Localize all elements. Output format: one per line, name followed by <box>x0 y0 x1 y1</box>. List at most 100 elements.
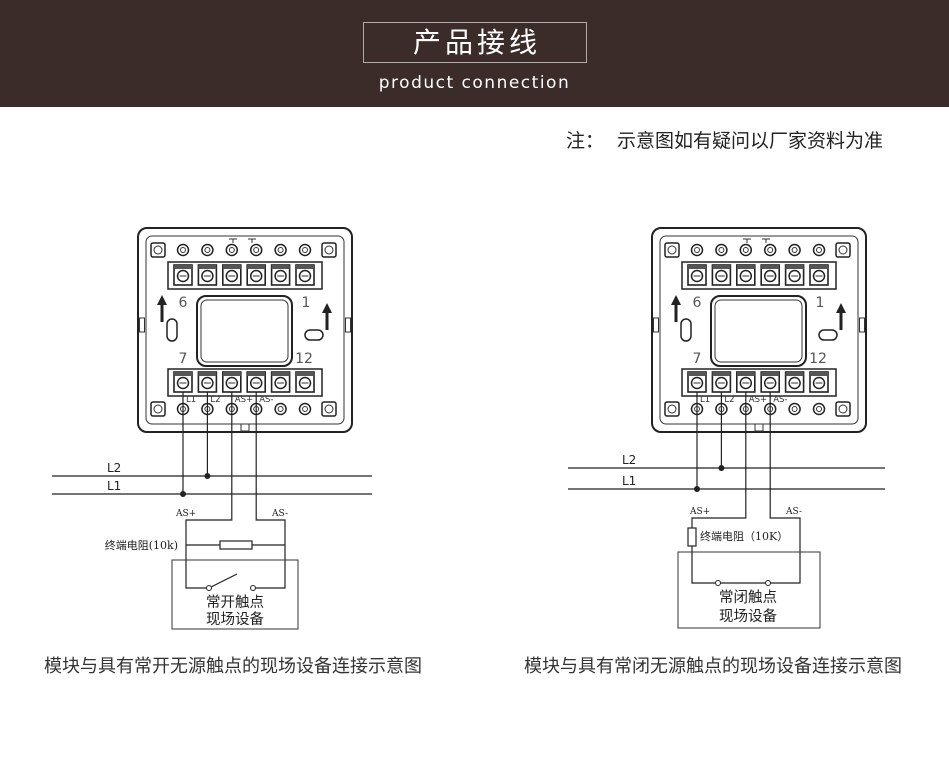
side-notch <box>345 317 351 333</box>
diagram-caption: 模块与具有常开无源触点的现场设备连接示意图 <box>44 656 422 677</box>
wire-as-plus <box>691 392 747 584</box>
terminal-band <box>271 265 290 269</box>
resistor-label: 终端电阻(10k) <box>105 538 178 552</box>
screw <box>298 243 312 257</box>
up-arrow-icon <box>157 295 167 305</box>
bus-label-l2: L2 <box>107 461 121 475</box>
mounting-slot <box>166 318 178 342</box>
bus-label-l1: L1 <box>107 479 121 493</box>
mounting-screw <box>835 242 851 258</box>
center-window-inner <box>200 299 289 363</box>
contact-terminal <box>250 585 256 591</box>
screw-center <box>228 247 235 253</box>
terminal-band <box>222 265 241 269</box>
up-arrow-icon <box>671 295 681 305</box>
screw <box>812 243 826 257</box>
terminal-band <box>198 372 217 376</box>
terminal-band <box>785 372 804 376</box>
screw <box>225 243 239 257</box>
screw <box>201 243 214 257</box>
terminal-band <box>712 265 731 269</box>
resistor-label: 终端电阻（10K） <box>700 529 788 543</box>
mounting-screw-head <box>667 245 677 255</box>
terminal-band <box>247 372 266 376</box>
terminal-number: 1 <box>816 295 825 311</box>
terminal-band <box>712 372 731 376</box>
screw-center <box>791 406 798 412</box>
terminal-label: L1 <box>186 395 196 405</box>
terminal-number: 6 <box>179 295 188 311</box>
mounting-slot <box>304 329 324 341</box>
wire-as-minus <box>769 392 801 584</box>
mounting-screw <box>150 401 166 417</box>
alignment-mark <box>743 238 751 243</box>
terminal-band <box>688 372 706 376</box>
mounting-screw <box>664 242 680 258</box>
screw <box>739 243 753 257</box>
terminal-number: 7 <box>693 351 702 367</box>
terminal-band <box>174 372 192 376</box>
junction-dot-l2 <box>718 465 725 471</box>
title-box: 产品接线 <box>363 22 587 63</box>
up-arrow-icon <box>836 303 846 313</box>
terminal-label: AS- <box>259 395 273 405</box>
screw-center <box>816 406 822 412</box>
wire-as-minus <box>255 392 286 589</box>
mounting-screw <box>150 242 166 258</box>
screw-center <box>277 247 284 253</box>
terminal-band <box>271 372 290 376</box>
as-minus-label: AS- <box>271 509 288 519</box>
note-text: 示意图如有疑问以厂家资料为准 <box>617 130 884 152</box>
mounting-screw <box>835 401 851 417</box>
mounting-screw <box>664 401 680 417</box>
terminal-band <box>222 372 241 376</box>
mounting-screw-head <box>667 404 677 414</box>
mounting-screw <box>321 242 337 258</box>
device-label: 现场设备 <box>206 611 264 628</box>
bus-label-l1: L1 <box>622 474 636 488</box>
screw <box>298 402 312 416</box>
diagram-caption: 模块与具有常闭无源触点的现场设备连接示意图 <box>524 656 902 677</box>
center-window <box>196 295 293 367</box>
screw <box>788 243 801 257</box>
side-notch <box>653 317 659 333</box>
terminal-band <box>247 265 266 269</box>
screw-center <box>302 247 308 253</box>
open-contact-blade <box>210 573 238 588</box>
terminal-label: L1 <box>700 395 710 405</box>
wire-as-plus <box>185 392 233 589</box>
mounting-screw-head <box>153 404 163 414</box>
terminal-number: 1 <box>302 295 311 311</box>
screw <box>715 243 728 257</box>
device-label: 现场设备 <box>719 608 777 625</box>
page-title: 产品接线 <box>412 26 541 59</box>
mounting-slot <box>680 318 692 342</box>
screw-center <box>204 247 211 253</box>
as-plus-label: AS+ <box>689 507 710 517</box>
screw <box>274 402 287 416</box>
screw-center <box>302 406 308 412</box>
screw-center <box>718 247 725 253</box>
mounting-screw-head <box>324 245 334 255</box>
terminal-band <box>736 372 755 376</box>
mounting-screw-head <box>153 245 163 255</box>
side-notch <box>859 317 865 333</box>
terminal-label: AS- <box>773 395 787 405</box>
bus-label-l2: L2 <box>622 453 636 467</box>
terminal-band <box>296 265 314 269</box>
terminal-number: 12 <box>809 351 827 367</box>
field-device-box <box>677 551 821 629</box>
up-arrow-icon <box>322 303 332 313</box>
center-window-inner <box>714 299 803 363</box>
terminal-label: L2 <box>724 395 734 405</box>
screw <box>763 243 777 257</box>
screw <box>176 243 190 257</box>
mounting-screw <box>321 401 337 417</box>
junction-dot-l2 <box>204 473 211 479</box>
bottom-notch <box>754 423 764 432</box>
screw-center <box>767 247 774 253</box>
